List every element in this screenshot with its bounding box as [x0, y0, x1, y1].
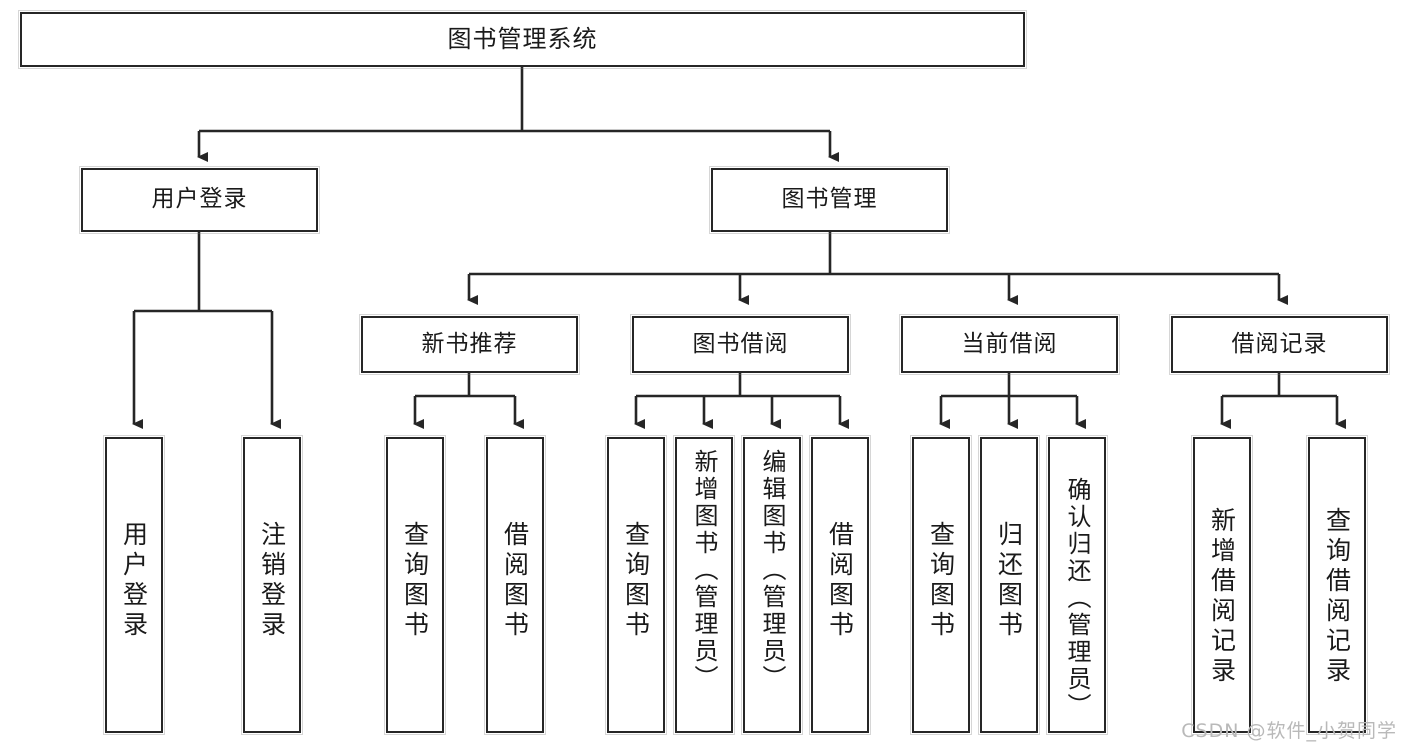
node-label: 确认归还（管理员）: [1063, 477, 1091, 720]
leaf-add-borrow-record[interactable]: 新增借阅记录: [1191, 435, 1253, 735]
node-label: 当前借阅: [961, 330, 1058, 357]
leaf-query-books-new[interactable]: 查询图书: [384, 435, 446, 735]
node-label: 用户登录: [119, 521, 149, 641]
node-root-book-management-system[interactable]: 图书管理系统: [18, 10, 1027, 69]
node-label: 注销登录: [257, 521, 287, 641]
node-label: 查询图书: [621, 521, 651, 641]
leaf-logout[interactable]: 注销登录: [241, 435, 303, 735]
leaf-query-books-current[interactable]: 查询图书: [910, 435, 972, 735]
node-label: 新增借阅记录: [1207, 507, 1237, 687]
node-borrowing-records[interactable]: 借阅记录: [1169, 314, 1390, 375]
node-label: 查询图书: [926, 521, 956, 641]
node-book-borrowing[interactable]: 图书借阅: [630, 314, 851, 375]
leaf-confirm-return-admin[interactable]: 确认归还（管理员）: [1046, 435, 1108, 735]
node-label: 查询图书: [400, 521, 430, 641]
node-user-login[interactable]: 用户登录: [79, 166, 320, 234]
node-book-management[interactable]: 图书管理: [709, 166, 950, 234]
node-label: 借阅图书: [500, 521, 530, 641]
node-label: 用户登录: [151, 186, 248, 213]
leaf-edit-book-admin[interactable]: 编辑图书（管理员）: [741, 435, 803, 735]
node-label: 图书管理系统: [447, 25, 598, 54]
node-label: 图书借阅: [692, 330, 789, 357]
leaf-return-books[interactable]: 归还图书: [978, 435, 1040, 735]
node-current-borrowing[interactable]: 当前借阅: [899, 314, 1120, 375]
node-label: 图书管理: [781, 186, 878, 213]
leaf-query-books-borrow[interactable]: 查询图书: [605, 435, 667, 735]
leaf-query-borrow-record[interactable]: 查询借阅记录: [1306, 435, 1368, 735]
leaf-user-login[interactable]: 用户登录: [103, 435, 165, 735]
leaf-borrow-books-borrow[interactable]: 借阅图书: [809, 435, 871, 735]
node-label: 借阅图书: [825, 521, 855, 641]
node-label: 查询借阅记录: [1322, 507, 1352, 687]
node-new-book-recommendation[interactable]: 新书推荐: [359, 314, 580, 375]
node-label: 新书推荐: [421, 330, 518, 357]
node-label: 归还图书: [994, 521, 1024, 641]
leaf-add-book-admin[interactable]: 新增图书（管理员）: [673, 435, 735, 735]
node-label: 新增图书（管理员）: [690, 449, 718, 692]
node-label: 编辑图书（管理员）: [758, 449, 786, 692]
leaf-borrow-books-new[interactable]: 借阅图书: [484, 435, 546, 735]
node-label: 借阅记录: [1231, 330, 1328, 357]
